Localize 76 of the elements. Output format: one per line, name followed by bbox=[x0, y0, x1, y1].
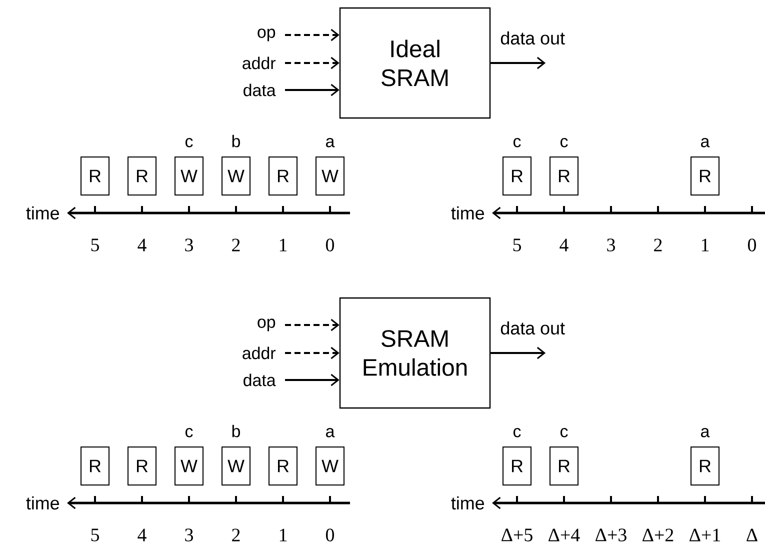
input-label: addr bbox=[242, 56, 276, 70]
arrow bbox=[285, 318, 340, 332]
input-label: data bbox=[244, 84, 276, 96]
address-letter: a bbox=[701, 138, 710, 148]
address-letter: b bbox=[232, 134, 240, 148]
tick-label: Δ+5 bbox=[502, 528, 532, 542]
operation-box: R bbox=[268, 446, 298, 486]
arrow bbox=[285, 28, 340, 42]
arrow bbox=[285, 346, 340, 360]
operation-box: R bbox=[128, 156, 156, 196]
address-letter: a bbox=[701, 428, 710, 438]
address-letter: c bbox=[514, 138, 521, 148]
edge-label: data out bbox=[499, 30, 566, 46]
tick-label: Δ+3 bbox=[596, 528, 626, 542]
tick-label: 1 bbox=[280, 528, 287, 542]
operation-box: R bbox=[690, 446, 720, 486]
operation-box: W bbox=[316, 156, 344, 196]
tick-label: 4 bbox=[560, 238, 568, 252]
tick-label: 0 bbox=[326, 238, 334, 252]
tick-label: 2 bbox=[232, 528, 240, 542]
arrow bbox=[490, 56, 546, 70]
edge-label: data out bbox=[499, 320, 566, 336]
operation-box: W bbox=[174, 446, 204, 486]
tick-label: Δ+2 bbox=[642, 528, 674, 542]
operation-box: R bbox=[502, 156, 532, 196]
axis-label: time bbox=[26, 206, 59, 220]
arrow bbox=[285, 374, 340, 386]
tick-label: 5 bbox=[513, 238, 521, 252]
tick-label: 3 bbox=[185, 528, 193, 542]
tick-label: 1 bbox=[280, 238, 287, 252]
operation-box: W bbox=[222, 446, 250, 486]
tick-label: 2 bbox=[232, 238, 240, 252]
memory-box: SRAM Emulation bbox=[339, 297, 491, 409]
arrow bbox=[490, 346, 546, 360]
arrow bbox=[285, 56, 340, 70]
tick-label: 2 bbox=[654, 238, 662, 252]
tick-label: 5 bbox=[91, 528, 99, 542]
address-letter: a bbox=[326, 428, 335, 438]
tick-label: 0 bbox=[748, 238, 756, 252]
address-letter: c bbox=[514, 428, 521, 438]
address-letter: a bbox=[326, 138, 335, 148]
operation-box: R bbox=[80, 446, 110, 486]
tick-label: 0 bbox=[326, 528, 334, 542]
operation-box: W bbox=[316, 446, 344, 486]
address-letter: c bbox=[186, 138, 193, 148]
tick-label: 1 bbox=[702, 238, 709, 252]
operation-box: R bbox=[550, 446, 578, 486]
operation-box: R bbox=[502, 446, 532, 486]
tick-label: 3 bbox=[607, 238, 615, 252]
operation-box: W bbox=[174, 156, 204, 196]
operation-box: R bbox=[128, 446, 156, 486]
tick-label: 3 bbox=[185, 238, 193, 252]
tick-label: Δ+1 bbox=[690, 528, 720, 542]
arrow bbox=[285, 84, 340, 96]
axis-label: time bbox=[451, 496, 484, 510]
input-label: addr bbox=[242, 346, 276, 360]
operation-box: W bbox=[222, 156, 250, 196]
axis-label: time bbox=[451, 206, 484, 220]
tick-label: Δ bbox=[746, 528, 758, 542]
operation-box: R bbox=[268, 156, 298, 196]
address-letter: c bbox=[560, 138, 568, 148]
operation-box: R bbox=[80, 156, 110, 196]
input-label: op bbox=[258, 318, 276, 332]
address-letter: c bbox=[186, 428, 193, 438]
tick-label: 5 bbox=[91, 238, 99, 252]
input-label: data bbox=[244, 374, 276, 386]
axis-label: time bbox=[26, 496, 59, 510]
memory-box: Ideal SRAM bbox=[339, 7, 491, 119]
address-letter: c bbox=[560, 428, 568, 438]
tick-label: 4 bbox=[138, 238, 146, 252]
operation-box: R bbox=[690, 156, 720, 196]
tick-label: Δ+4 bbox=[548, 528, 580, 542]
input-label: op bbox=[258, 28, 276, 42]
tick-label: 4 bbox=[138, 528, 146, 542]
operation-box: R bbox=[550, 156, 578, 196]
address-letter: b bbox=[232, 424, 240, 438]
